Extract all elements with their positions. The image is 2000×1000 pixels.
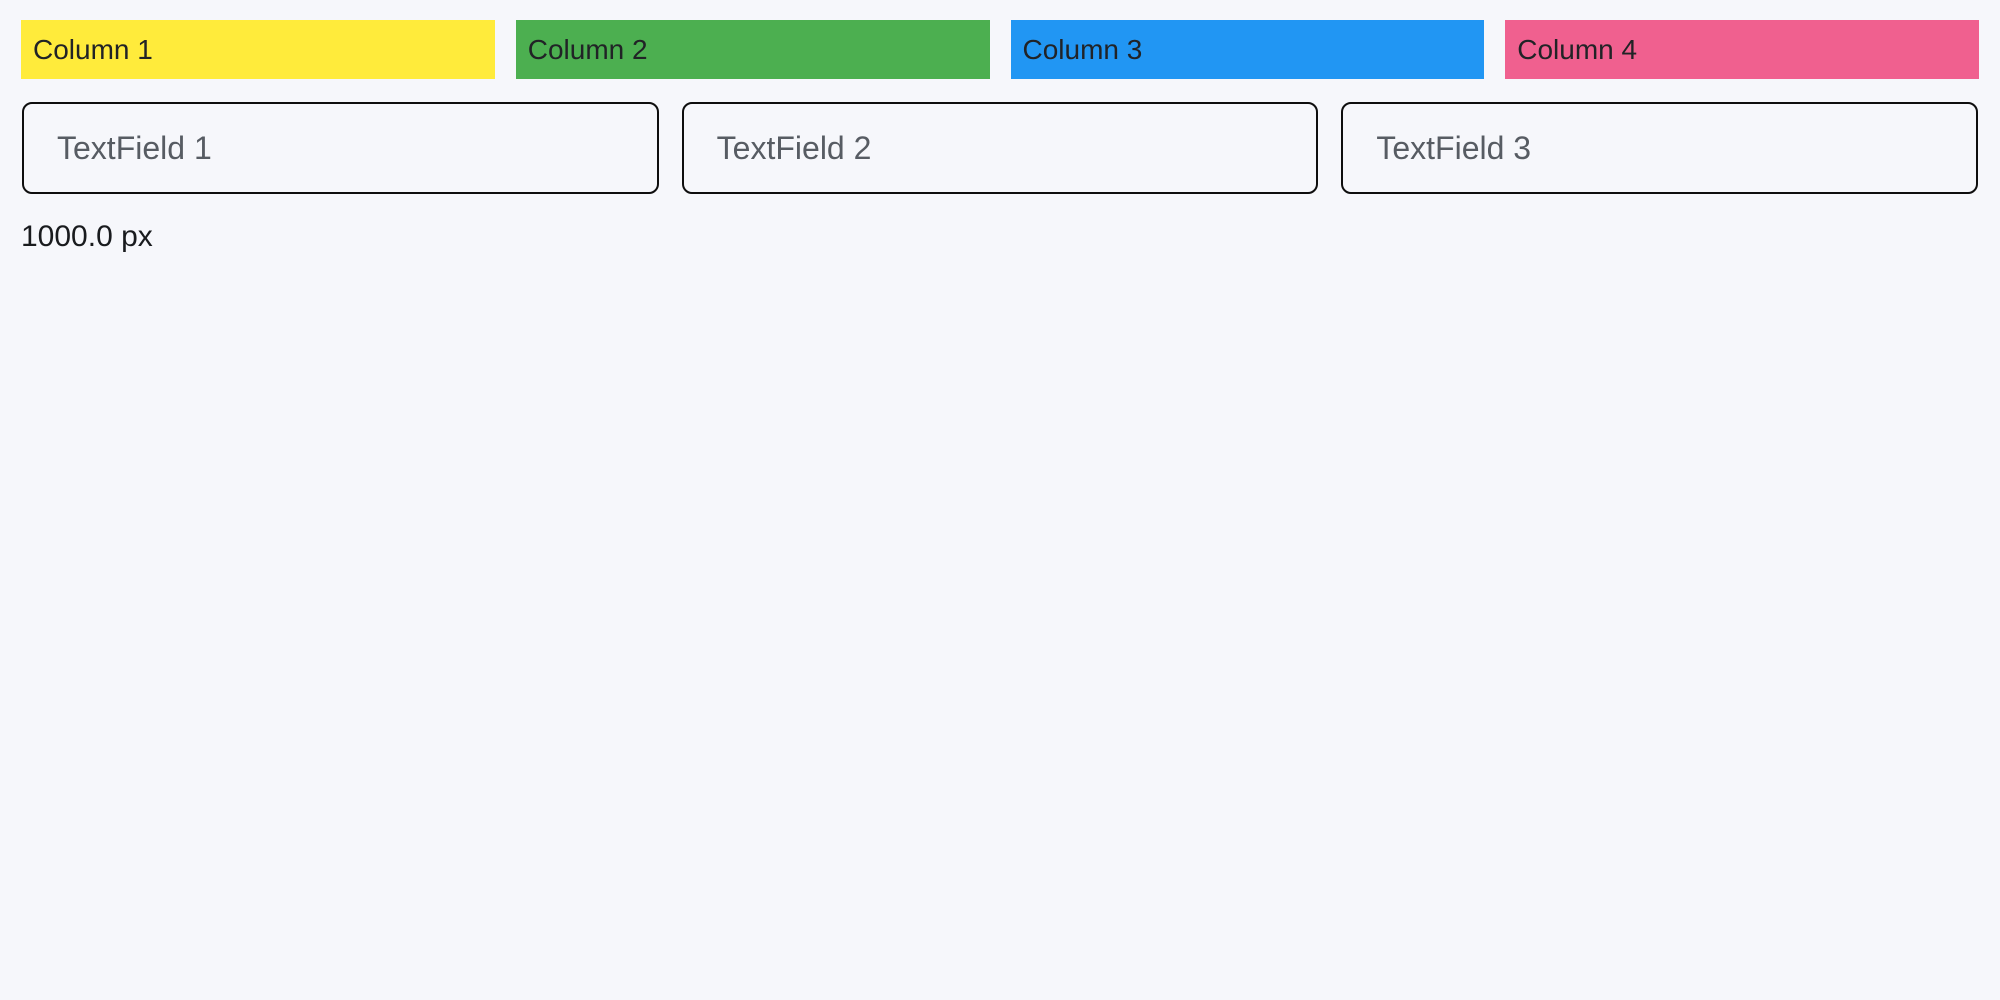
column-header-3-label: Column 3	[1022, 33, 1143, 65]
column-header-4-label: Column 4	[1517, 33, 1638, 65]
textfield-1[interactable]	[22, 102, 659, 194]
column-header-row: Column 1 Column 2 Column 3 Column 4	[21, 20, 1979, 79]
column-header-2: Column 2	[515, 20, 990, 79]
textfield-row	[22, 102, 1979, 194]
column-header-2-label: Column 2	[527, 33, 648, 65]
column-header-1: Column 1	[21, 20, 495, 79]
textfield-3[interactable]	[1341, 102, 1979, 194]
column-header-1-label: Column 1	[33, 33, 153, 65]
column-header-4: Column 4	[1505, 20, 1979, 79]
column-header-3: Column 3	[1010, 20, 1485, 79]
scene-width-label: 1000.0 px	[21, 220, 153, 253]
textfield-2[interactable]	[681, 102, 1319, 194]
